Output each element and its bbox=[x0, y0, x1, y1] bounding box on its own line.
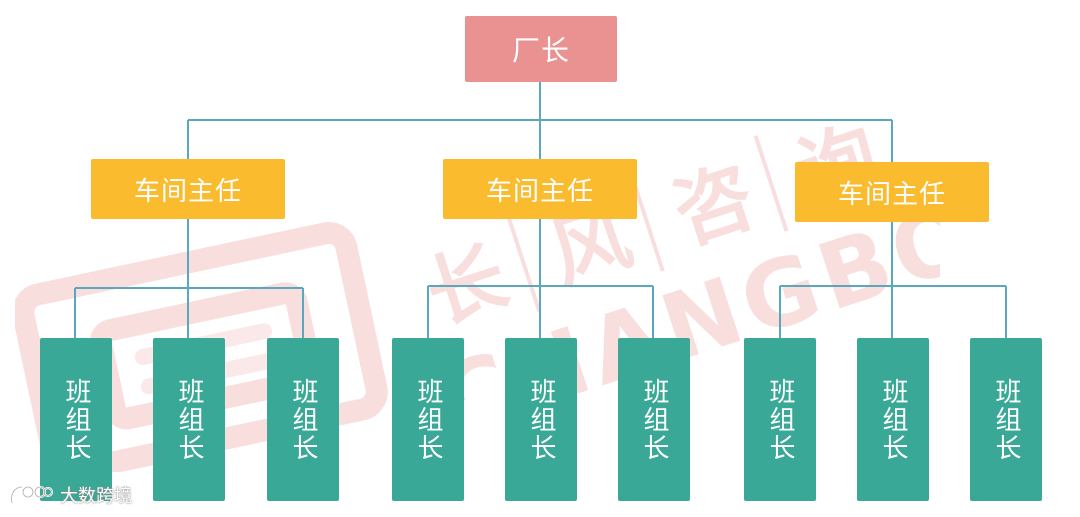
node-workshop-director-1-label: 车间主任 bbox=[133, 176, 242, 207]
node-team-leader-1-2-label: 班组长 bbox=[174, 377, 204, 462]
node-workshop-director-2: 车间主任 bbox=[443, 159, 637, 219]
node-root-factory-director: 厂长 bbox=[465, 16, 617, 82]
node-root-label: 厂长 bbox=[511, 34, 570, 67]
node-team-leader-3-3: 班组长 bbox=[970, 338, 1042, 501]
node-team-leader-1-1-label: 班组长 bbox=[61, 377, 91, 462]
node-team-leader-2-2-label: 班组长 bbox=[526, 377, 556, 462]
node-workshop-director-1: 车间主任 bbox=[91, 159, 285, 219]
node-workshop-director-2-label: 车间主任 bbox=[485, 176, 594, 207]
node-team-leader-1-2: 班组长 bbox=[153, 338, 225, 501]
node-team-leader-3-3-label: 班组长 bbox=[991, 377, 1021, 462]
node-team-leader-3-1: 班组长 bbox=[744, 338, 816, 501]
node-team-leader-1-3-label: 班组长 bbox=[288, 377, 318, 462]
node-workshop-director-3-label: 车间主任 bbox=[837, 179, 946, 210]
node-team-leader-1-1: 班组长 bbox=[40, 338, 112, 501]
node-team-leader-1-3: 班组长 bbox=[267, 338, 339, 501]
node-team-leader-2-2: 班组长 bbox=[505, 338, 577, 501]
node-team-leader-2-1-label: 班组长 bbox=[413, 377, 443, 462]
footer-brand: 大数跨境 bbox=[8, 482, 132, 508]
node-team-leader-2-3-label: 班组长 bbox=[639, 377, 669, 462]
node-workshop-director-3: 车间主任 bbox=[795, 162, 989, 222]
node-team-leader-3-2-label: 班组长 bbox=[878, 377, 908, 462]
node-team-leader-2-3: 班组长 bbox=[618, 338, 690, 501]
node-team-leader-3-1-label: 班组长 bbox=[765, 377, 795, 462]
node-team-leader-3-2: 班组长 bbox=[857, 338, 929, 501]
brand-logo-icon bbox=[10, 485, 54, 504]
footer-brand-label: 大数跨境 bbox=[60, 486, 132, 507]
node-team-leader-2-1: 班组长 bbox=[392, 338, 464, 501]
